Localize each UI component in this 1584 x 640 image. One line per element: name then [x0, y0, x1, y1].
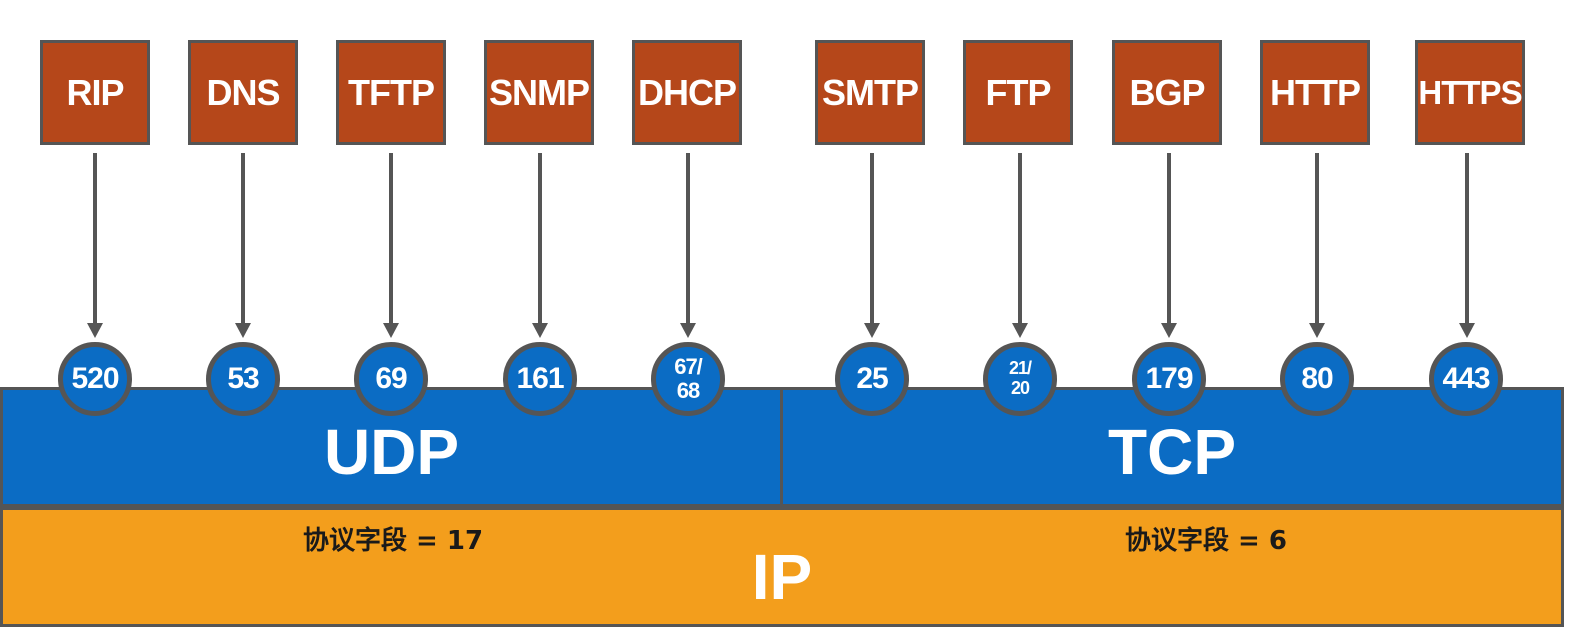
port-circle: 520 [58, 342, 132, 416]
port-circle: 80 [1280, 342, 1354, 416]
port-circle: 179 [1132, 342, 1206, 416]
port-circle: 21/ 20 [983, 342, 1057, 416]
arrow-line [870, 153, 874, 325]
protocol-box: RIP [40, 40, 150, 145]
arrow-line [93, 153, 97, 325]
arrow-head [532, 323, 548, 338]
port-circle: 67/ 68 [651, 342, 725, 416]
protocol-box: DHCP [632, 40, 742, 145]
arrow-line [1465, 153, 1469, 325]
arrow-line [1018, 153, 1022, 325]
arrow-head [1309, 323, 1325, 338]
protocol-box: HTTPS [1415, 40, 1525, 145]
arrow-line [241, 153, 245, 325]
ip-layer: 协议字段 = 17 协议字段 = 6 IP [0, 507, 1564, 627]
protocol-box: SNMP [484, 40, 594, 145]
arrow-head [680, 323, 696, 338]
arrow-line [389, 153, 393, 325]
arrow-line [1315, 153, 1319, 325]
port-circle: 69 [354, 342, 428, 416]
arrow-head [87, 323, 103, 338]
port-circle: 25 [835, 342, 909, 416]
protocol-box: HTTP [1260, 40, 1370, 145]
protocol-box: FTP [963, 40, 1073, 145]
port-circle: 161 [503, 342, 577, 416]
arrow-line [686, 153, 690, 325]
protocol-box: SMTP [815, 40, 925, 145]
arrow-head [1012, 323, 1028, 338]
udp-label: UDP [323, 416, 460, 488]
udp-protocol-field: 协议字段 = 17 [303, 526, 484, 556]
ip-label: IP [751, 541, 813, 613]
arrow-head [383, 323, 399, 338]
protocol-box: BGP [1112, 40, 1222, 145]
arrow-head [1459, 323, 1475, 338]
protocol-box: DNS [188, 40, 298, 145]
port-circle: 53 [206, 342, 280, 416]
arrow-head [235, 323, 251, 338]
protocol-box: TFTP [336, 40, 446, 145]
tcp-protocol-field: 协议字段 = 6 [1125, 526, 1287, 556]
port-circle: 443 [1429, 342, 1503, 416]
tcp-label: TCP [1108, 416, 1236, 488]
arrow-head [1161, 323, 1177, 338]
arrow-line [1167, 153, 1171, 325]
arrow-line [538, 153, 542, 325]
arrow-head [864, 323, 880, 338]
